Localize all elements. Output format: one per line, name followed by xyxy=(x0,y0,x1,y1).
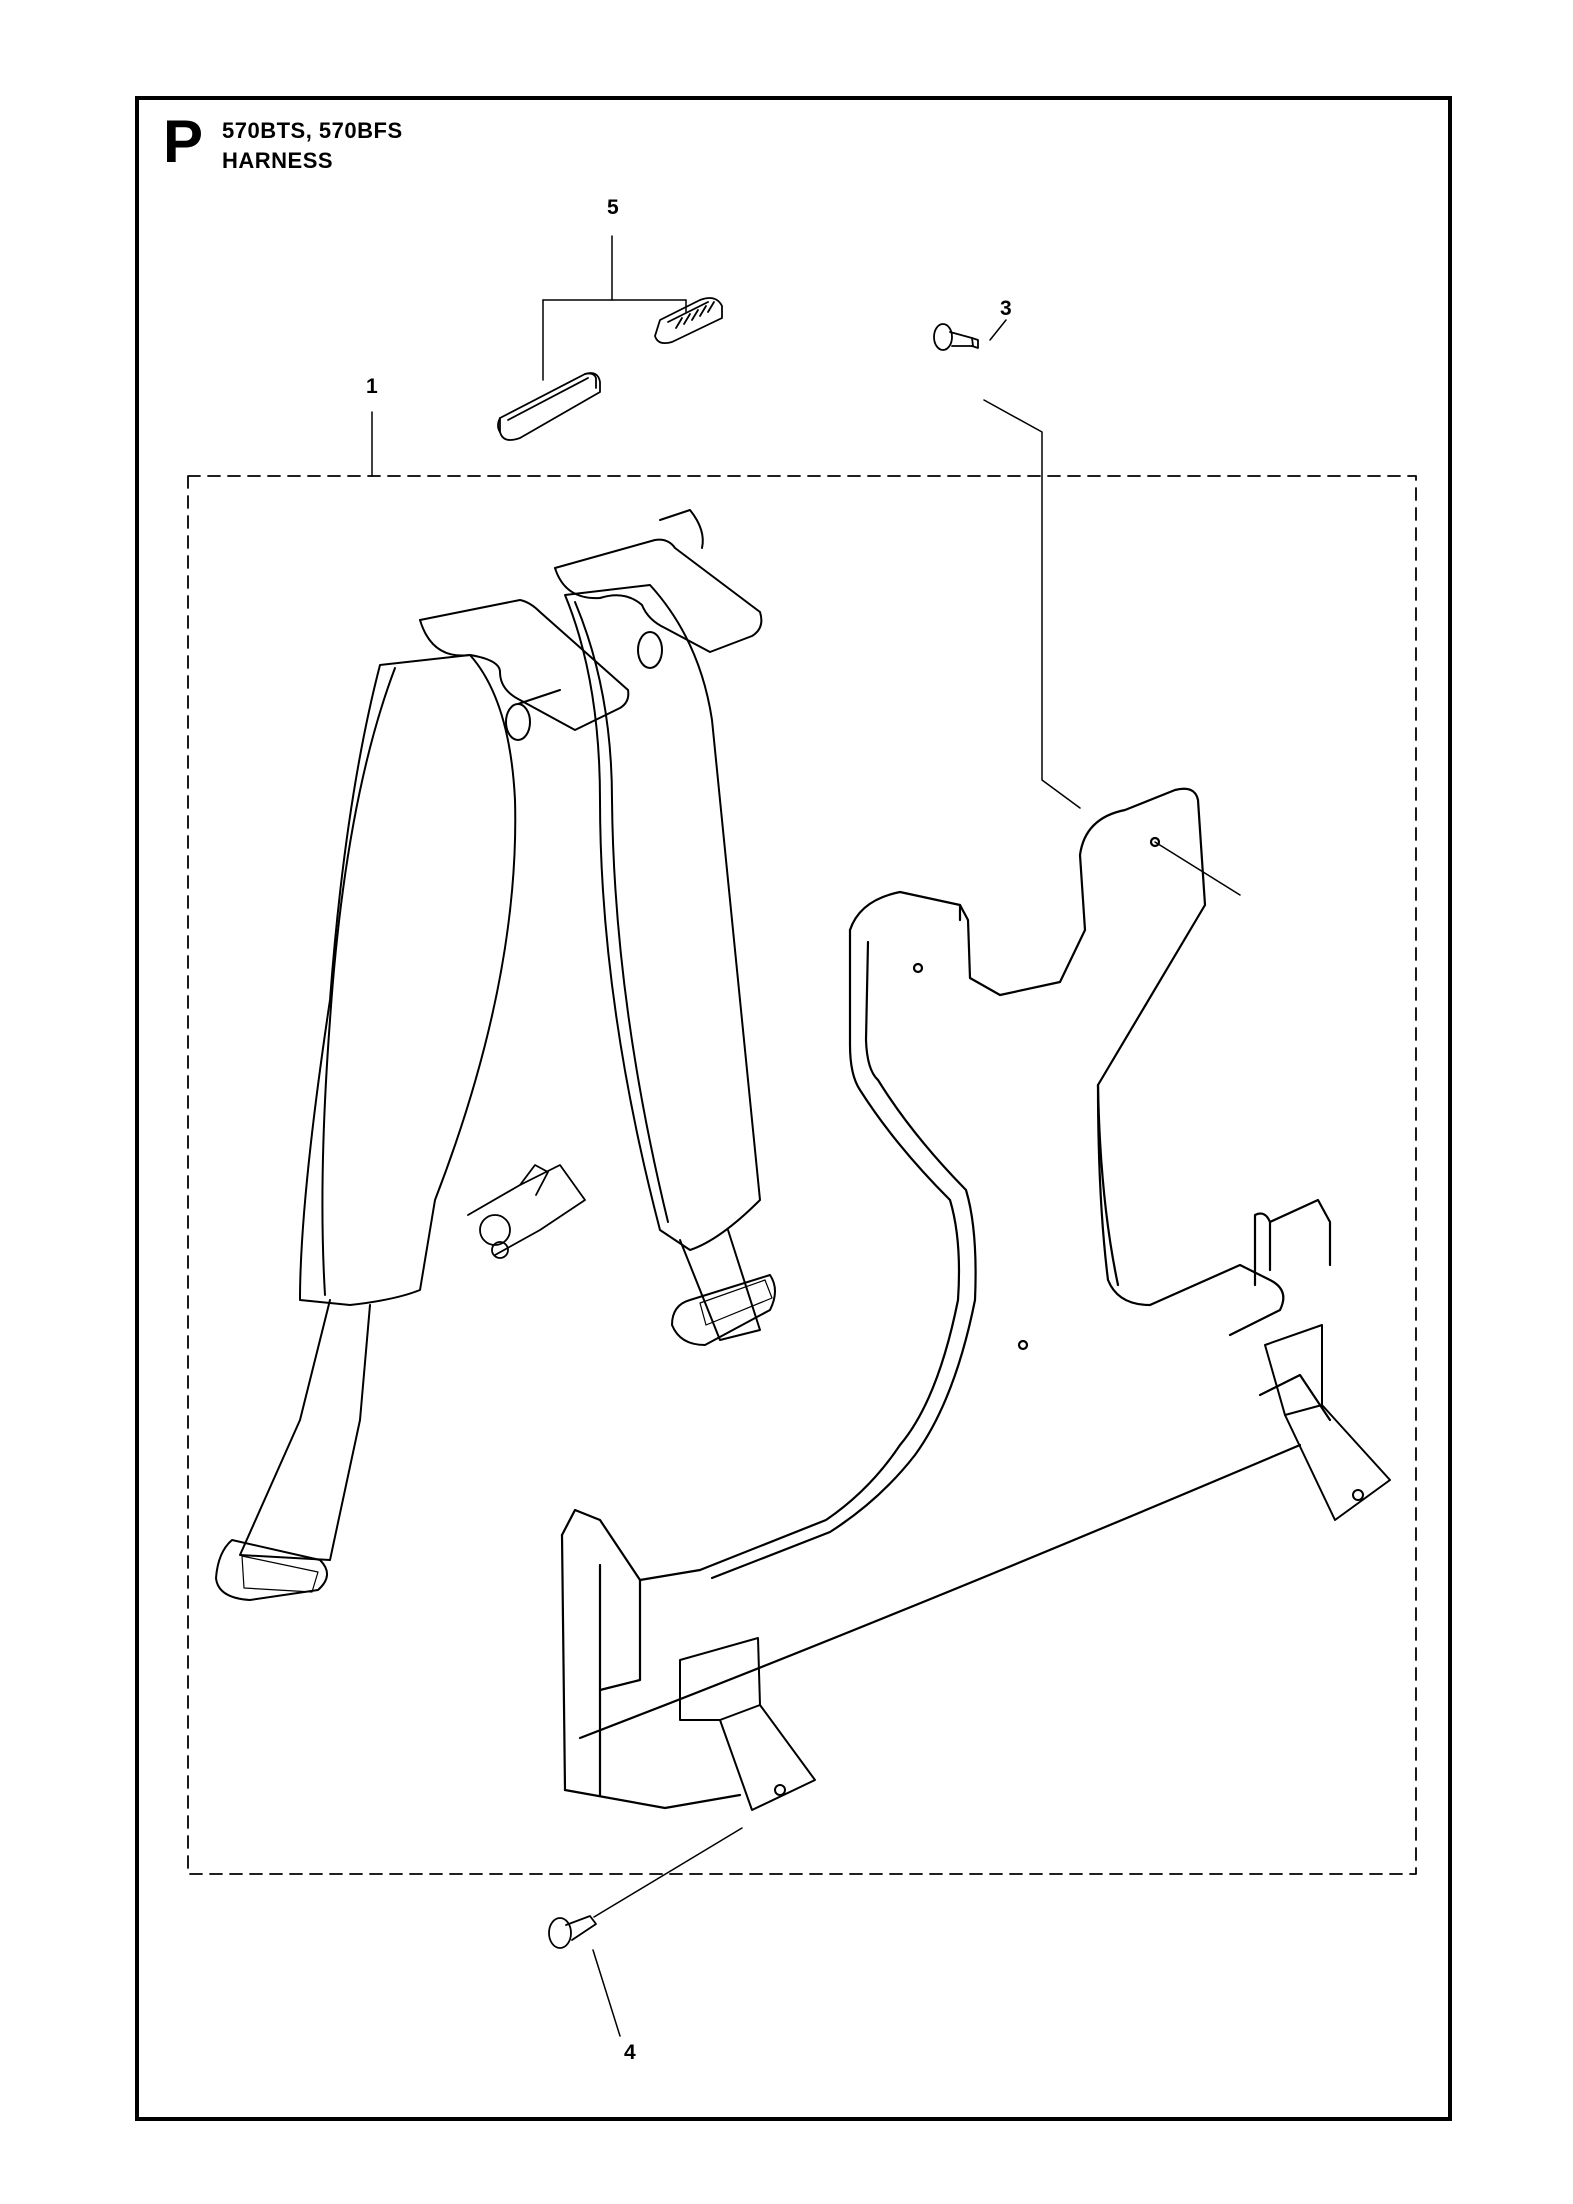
leader-line-3 xyxy=(990,320,1006,340)
yoke-loop-right xyxy=(555,510,761,668)
callout-1: 1 xyxy=(366,375,378,398)
kit-boundary-dashed xyxy=(188,476,1416,1874)
strap-keeper-clip-left xyxy=(498,373,600,440)
leader-line-3-plate xyxy=(1155,842,1240,895)
yoke-loop-left xyxy=(420,600,628,740)
shoulder-strap-left xyxy=(216,655,515,1600)
leader-bracket-5 xyxy=(543,236,686,380)
leader-line-4-top xyxy=(594,1828,742,1917)
callout-4: 4 xyxy=(624,2041,636,2064)
hip-bracket-left xyxy=(680,1638,815,1810)
section-letter: P xyxy=(163,108,204,175)
back-plate xyxy=(562,789,1330,1808)
leader-line-3b xyxy=(984,400,1080,808)
shoulder-strap-right xyxy=(565,585,775,1345)
sternum-buckle xyxy=(468,1165,585,1258)
callout-5: 5 xyxy=(607,196,619,219)
diagram-title: HARNESS xyxy=(222,148,334,173)
hip-bracket-right xyxy=(1265,1325,1390,1520)
leader-line-4-bottom xyxy=(593,1950,620,2036)
diagram-frame xyxy=(135,96,1452,2121)
model-numbers: 570BTS, 570BFS xyxy=(222,118,403,143)
screw-part-4 xyxy=(549,1916,596,1948)
strap-keeper-clip-right xyxy=(655,298,722,343)
callout-3: 3 xyxy=(1000,297,1012,320)
screw-part-3 xyxy=(934,324,978,350)
